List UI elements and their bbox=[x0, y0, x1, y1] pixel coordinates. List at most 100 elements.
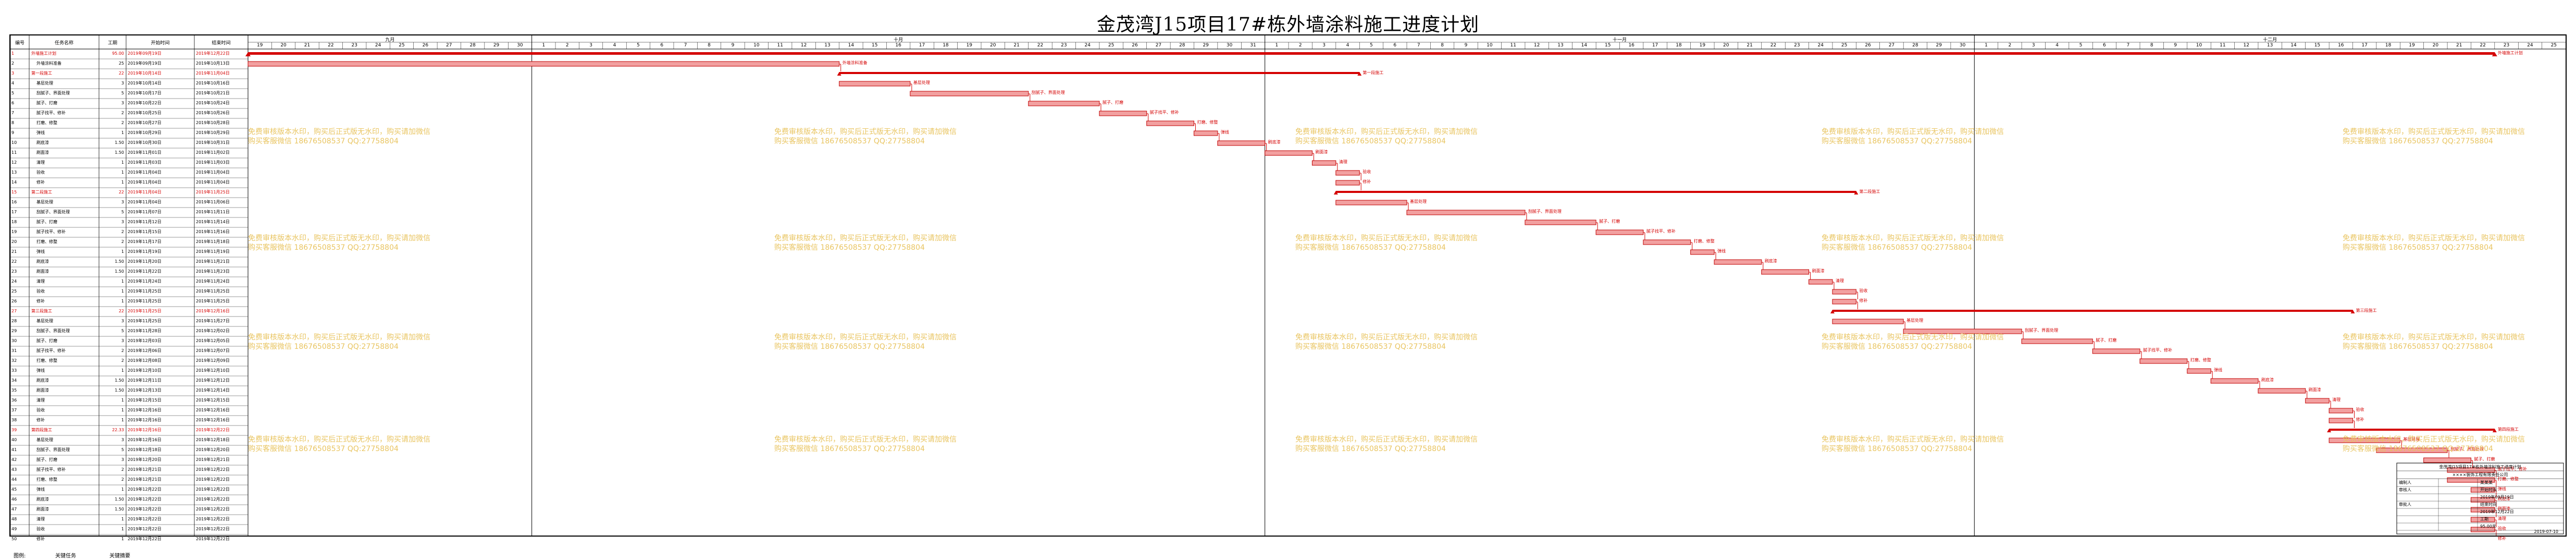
row-name: 基层处理 bbox=[36, 200, 53, 204]
row-duration: 1.50 bbox=[115, 497, 124, 502]
task-bar bbox=[910, 91, 1029, 96]
watermark-line: 购买客服微信 18676508537 QQ:27758804 bbox=[1822, 343, 1972, 351]
day-label: 6 bbox=[2103, 43, 2106, 48]
row-name: 修补 bbox=[36, 418, 45, 422]
row-no: 50 bbox=[11, 537, 17, 541]
bar-label: 第三段施工 bbox=[2356, 308, 2377, 313]
row-end: 2019年10月24日 bbox=[196, 101, 230, 105]
bar-label: 验收 bbox=[1363, 169, 1371, 174]
day-label: 5 bbox=[2079, 43, 2083, 48]
day-label: 28 bbox=[469, 43, 476, 48]
day-label: 5 bbox=[637, 43, 640, 48]
row-duration: 1 bbox=[121, 418, 124, 422]
watermark-line: 免费审核版本水印，购买后正式版无水印，购买请加微信 bbox=[2343, 333, 2525, 342]
bar-label: 验收 bbox=[2356, 407, 2364, 412]
row-start: 2019年11月25日 bbox=[128, 289, 162, 294]
summary-marker bbox=[245, 52, 251, 56]
day-label: 9 bbox=[731, 43, 735, 48]
day-label: 11 bbox=[777, 43, 783, 48]
row-start: 2019年11月04日 bbox=[128, 180, 162, 185]
row-duration: 3 bbox=[121, 200, 124, 204]
row-no: 28 bbox=[11, 319, 17, 323]
row-name: 刷面漆 bbox=[36, 150, 49, 155]
bar-label: 基层处理 bbox=[913, 80, 930, 85]
row-no: 45 bbox=[11, 487, 17, 492]
row-no: 19 bbox=[11, 229, 17, 234]
watermark-line: 购买客服微信 18676508537 QQ:27758804 bbox=[1295, 244, 1446, 252]
row-name: 基层处理 bbox=[36, 81, 53, 86]
row-end: 2019年12月22日 bbox=[196, 517, 230, 521]
watermark-line: 免费审核版本水印，购买后正式版无水印，购买请加微信 bbox=[1822, 128, 2004, 136]
watermark-line: 免费审核版本水印，购买后正式版无水印，购买请加微信 bbox=[1822, 333, 2004, 342]
watermark-line: 免费审核版本水印，购买后正式版无水印，购买请加微信 bbox=[248, 234, 430, 242]
row-start: 2019年12月21日 bbox=[128, 477, 162, 482]
row-end: 2019年12月22日 bbox=[196, 467, 230, 472]
row-end: 2019年11月03日 bbox=[196, 160, 230, 165]
bar-label: 清理 bbox=[1339, 160, 1347, 164]
row-duration: 1 bbox=[121, 537, 124, 541]
row-end: 2019年12月22日 bbox=[196, 527, 230, 531]
row-duration: 1 bbox=[121, 160, 124, 165]
header-name: 任务名称 bbox=[54, 41, 73, 46]
row-no: 16 bbox=[11, 200, 17, 204]
watermark-line: 购买客服微信 18676508537 QQ:27758804 bbox=[1295, 137, 1446, 145]
day-label: 24 bbox=[375, 43, 381, 48]
day-label: 24 bbox=[1817, 43, 1824, 48]
task-bar bbox=[1714, 259, 1762, 265]
watermark-line: 免费审核版本水印，购买后正式版无水印，购买请加微信 bbox=[1822, 234, 2004, 242]
day-label: 8 bbox=[1441, 43, 1444, 48]
summary-marker bbox=[2492, 52, 2497, 56]
bar-label: 腻子找平、修补 bbox=[1149, 110, 1179, 115]
info-value: 2019年12月22日 bbox=[2480, 509, 2514, 514]
row-name: 刷面漆 bbox=[36, 388, 49, 393]
row-no: 7 bbox=[11, 111, 15, 115]
row-end: 2019年10月29日 bbox=[196, 130, 230, 135]
task-bar bbox=[1335, 200, 1407, 205]
row-no: 21 bbox=[11, 249, 17, 254]
day-label: 27 bbox=[1155, 43, 1162, 48]
day-label: 13 bbox=[1557, 43, 1564, 48]
row-duration: 3 bbox=[121, 81, 124, 86]
watermark-line: 免费审核版本水印，购买后正式版无水印，购买请加微信 bbox=[774, 435, 957, 444]
bar-label: 外墙涂料准备 bbox=[842, 60, 868, 65]
day-label: 19 bbox=[966, 43, 973, 48]
bar-label: 验收 bbox=[2497, 526, 2506, 531]
row-start: 2019年11月22日 bbox=[128, 269, 162, 274]
row-name: 第三段施工 bbox=[31, 309, 52, 313]
row-name: 弹线 bbox=[36, 368, 45, 373]
row-end: 2019年11月02日 bbox=[196, 150, 230, 155]
task-bar bbox=[1832, 289, 1856, 295]
row-name: 腻子、打磨 bbox=[36, 101, 57, 105]
day-label: 17 bbox=[2361, 43, 2368, 48]
day-label: 18 bbox=[2385, 43, 2392, 48]
day-label: 18 bbox=[943, 43, 949, 48]
row-end: 2019年10月26日 bbox=[196, 111, 230, 115]
row-name: 基层处理 bbox=[36, 438, 53, 442]
watermark-line: 免费审核版本水印，购买后正式版无水印，购买请加微信 bbox=[248, 435, 430, 444]
info-value: 结束时间 bbox=[2480, 502, 2497, 507]
row-start: 2019年10月22日 bbox=[128, 101, 162, 105]
row-no: 1 bbox=[11, 51, 15, 56]
row-end: 2019年12月15日 bbox=[196, 398, 230, 403]
row-duration: 1 bbox=[121, 130, 124, 135]
task-bar bbox=[2447, 477, 2495, 483]
day-label: 10 bbox=[2196, 43, 2202, 48]
day-label: 21 bbox=[2456, 43, 2462, 48]
watermark-line: 购买客服微信 18676508537 QQ:27758804 bbox=[248, 244, 399, 252]
legend-summary-label: 关键摘要 bbox=[109, 553, 130, 559]
row-duration: 3 bbox=[121, 319, 124, 323]
row-name: 外墙涂料准备 bbox=[36, 61, 61, 66]
day-label: 16 bbox=[1628, 43, 1634, 48]
row-no: 49 bbox=[11, 527, 17, 531]
row-start: 2019年11月12日 bbox=[128, 220, 162, 224]
row-no: 38 bbox=[11, 418, 17, 422]
task-bar bbox=[1406, 210, 1526, 215]
watermark-line: 购买客服微信 18676508537 QQ:27758804 bbox=[1822, 137, 1972, 145]
row-name: 修补 bbox=[36, 180, 45, 185]
row-name: 基层处理 bbox=[36, 319, 53, 323]
day-label: 4 bbox=[1346, 43, 1349, 48]
row-end: 2019年11月04日 bbox=[196, 71, 230, 76]
row-duration: 5 bbox=[121, 91, 124, 95]
bar-label: 弹线 bbox=[2214, 368, 2223, 372]
task-bar bbox=[1217, 140, 1266, 146]
